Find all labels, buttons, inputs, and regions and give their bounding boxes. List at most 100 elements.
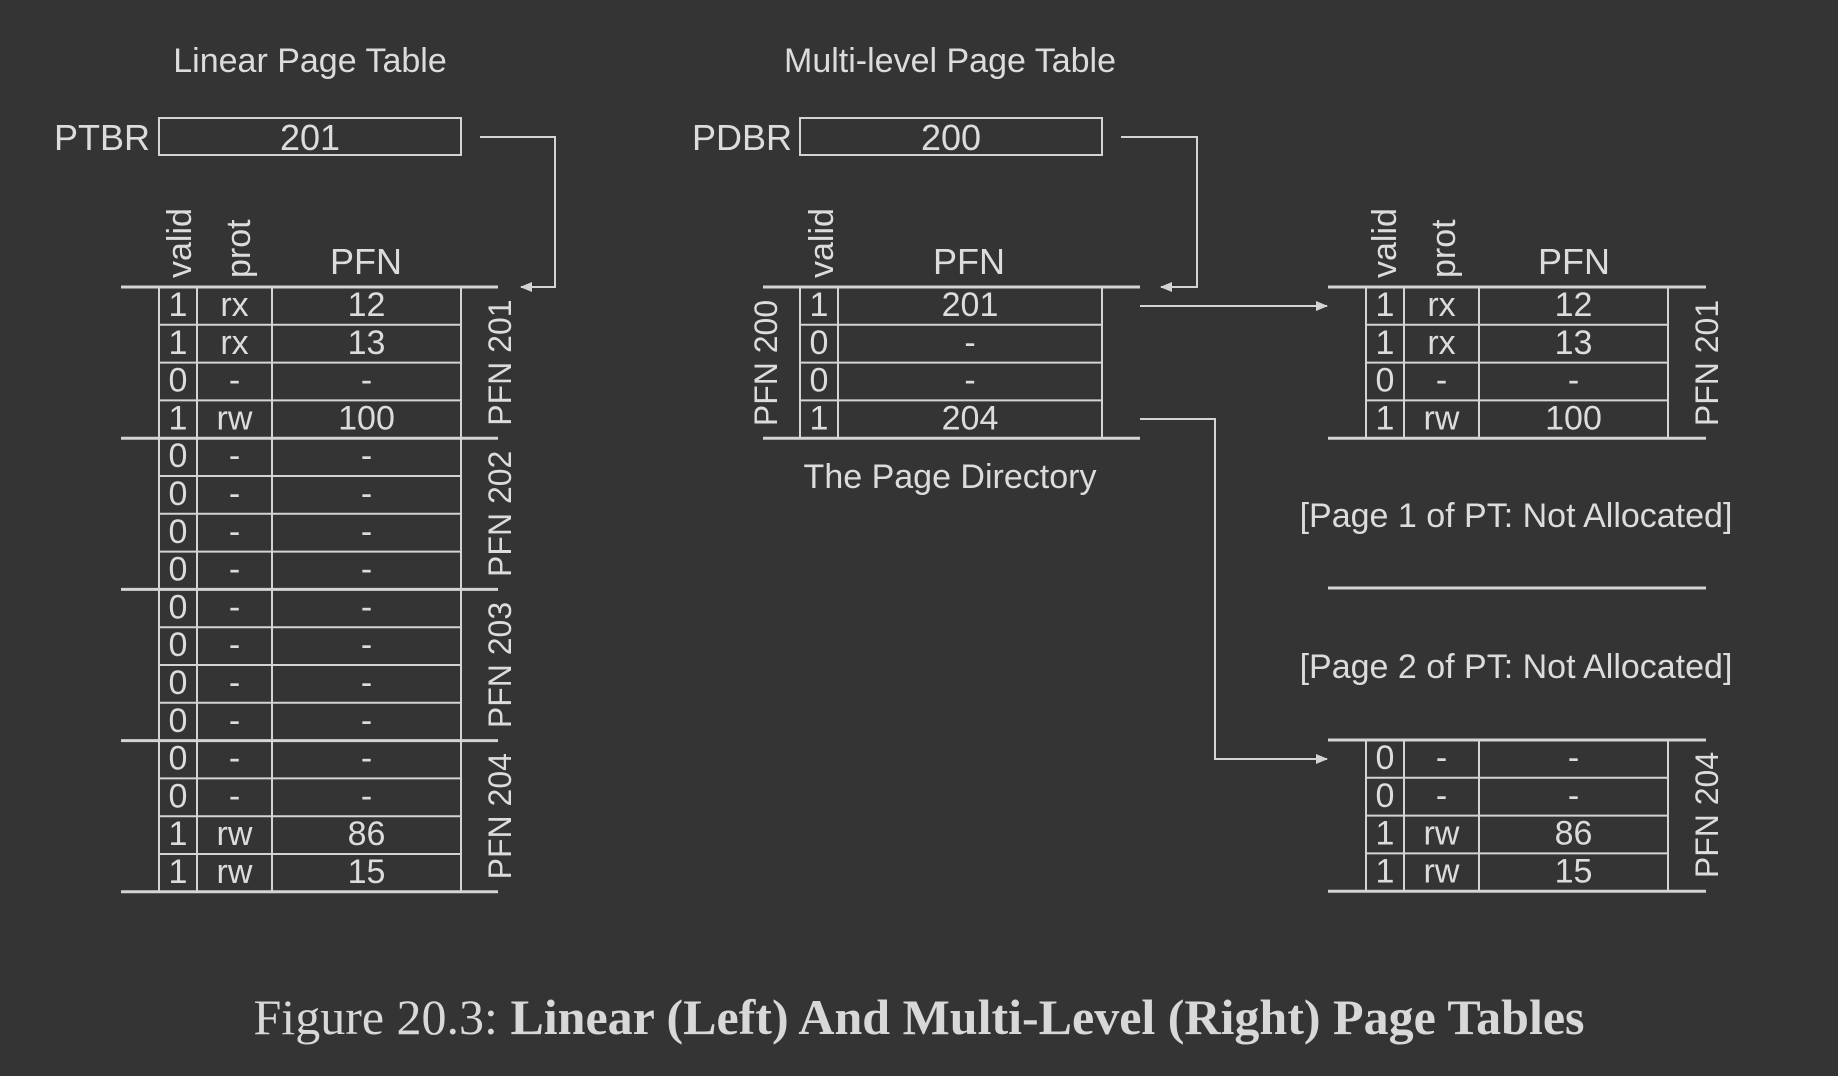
page204-pfn-cell: - [1568,739,1579,777]
pdbr-value: 200 [921,117,981,158]
ptbr-register-box [158,117,462,156]
directory-caption: The Page Directory [804,458,1097,496]
page204-valid-cell: 0 [1376,777,1395,815]
ptbr-label: PTBR [54,117,150,158]
table-row: 0 - - [169,626,373,664]
linear-pfn-cell: - [361,362,372,400]
page204-prot-cell: - [1436,739,1447,777]
page201-valid-cell: 0 [1376,362,1395,400]
page204-valid-cell: 1 [1376,815,1395,853]
linear-valid-cell: 0 [169,437,188,475]
linear-prot-cell: - [229,551,240,589]
page201-pfn-cell: - [1568,362,1579,400]
linear-page-label: PFN 204 [482,753,518,879]
linear-pfn-cell: - [361,551,372,589]
linear-pfn-header: PFN [330,241,402,282]
linear-pfn-cell: 12 [348,286,386,324]
linear-page-label: PFN 202 [482,451,518,577]
table-row: 0-- [169,702,373,740]
table-row: 0- [810,324,976,362]
page201-pfn-cell: 12 [1555,286,1593,324]
page204-prot-cell: rw [1424,815,1460,853]
linear-pfn-cell: - [361,740,372,778]
linear-title: Linear Page Table [173,42,446,80]
linear-valid-cell: 0 [169,777,188,815]
page201-valid-cell: 1 [1376,399,1395,437]
page201-prot-cell: rw [1424,399,1460,437]
linear-valid-cell: 0 [169,740,188,778]
linear-prot-cell: - [229,513,240,551]
linear-pfn-cell: - [361,513,372,551]
table-row: 0-- [1376,739,1580,777]
linear-prot-cell: rw [217,399,253,437]
linear-valid-cell: 0 [169,513,188,551]
linear-valid-cell: 1 [169,286,188,324]
table-row: 0-- [169,475,373,513]
figure-caption-title: Linear (Left) And Multi-Level (Right) Pa… [510,989,1585,1045]
linear-valid-cell: 0 [169,626,188,664]
linear-prot-cell: - [229,362,240,400]
page201-prot-header: prot [1425,219,1463,278]
multilevel-title: Multi-level Page Table [784,42,1116,80]
page201-side-label: PFN 201 [1689,300,1725,426]
page204-pfn-cell: - [1568,777,1579,815]
table-row: 0 - - [169,777,373,815]
linear-valid-cell: 1 [169,815,188,853]
linear-prot-cell: - [229,437,240,475]
linear-prot-cell: - [229,626,240,664]
linear-prot-cell: - [229,777,240,815]
table-row: 1 204 [810,399,999,437]
page201-valid-cell: 1 [1376,286,1395,324]
table-row: 0 - - [169,513,373,551]
page204-pfn-cell: 86 [1555,815,1593,853]
linear-valid-cell: 0 [169,475,188,513]
linear-prot-cell: - [229,702,240,740]
linear-prot-cell: rx [220,324,248,362]
linear-pfn-cell: 100 [338,399,395,437]
linear-pfn-cell: - [361,777,372,815]
linear-valid-cell: 0 [169,702,188,740]
directory-pfn-cell: - [964,362,975,400]
directory-valid-cell: 0 [810,324,829,362]
linear-prot-cell: - [229,664,240,702]
directory-valid-cell: 1 [810,399,829,437]
ptbr-value: 201 [280,117,340,158]
linear-pfn-cell: - [361,437,372,475]
directory-pfn-cell: 201 [942,286,999,324]
linear-prot-cell: rw [217,853,253,891]
directory-pfn-header: PFN [933,241,1005,282]
directory-valid-cell: 1 [810,286,829,324]
table-row: 0 - - [169,551,373,589]
linear-valid-cell: 1 [169,853,188,891]
linear-pfn-cell: 86 [348,815,386,853]
directory-to-pfn204-arrow [1140,418,1328,764]
directory-side-label: PFN 200 [748,300,784,426]
pdbr-register-box [799,117,1103,156]
table-row: 1 rw 86 [1376,815,1593,853]
figure-caption-prefix: Figure 20.3: [253,989,511,1045]
linear-prot-cell: - [229,475,240,513]
linear-valid-cell: 0 [169,551,188,589]
table-row: 0-- [169,588,373,626]
directory-pfn-cell: 204 [942,399,999,437]
page201-pfn-cell: 13 [1555,324,1593,362]
linear-prot-header: prot [220,219,258,278]
linear-pfn-cell: - [361,626,372,664]
linear-valid-cell: 0 [169,588,188,626]
table-row: 0-- [169,740,373,778]
linear-pfn-cell: - [361,588,372,626]
page201-valid-header: valid [1366,208,1404,278]
page204-pfn-cell: 15 [1555,852,1593,890]
table-row: 0-- [169,362,373,400]
